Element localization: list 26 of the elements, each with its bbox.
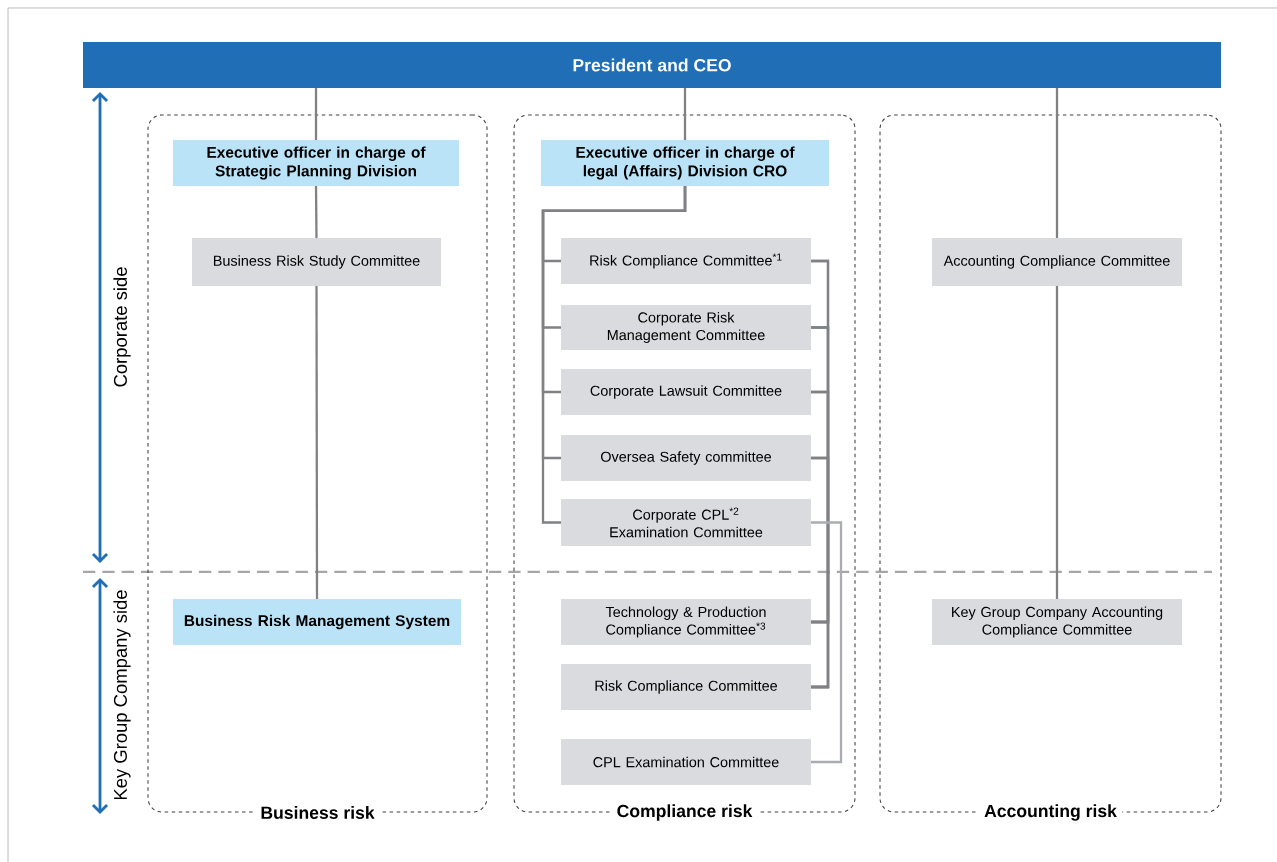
side-label: Key Group Company side — [111, 587, 133, 803]
committee-box: Accounting Compliance Committee — [932, 238, 1182, 286]
officer-box: Executive officer in charge of Strategic Planning Division — [173, 140, 459, 186]
connector-line — [315, 285, 319, 599]
connector-line — [811, 456, 830, 689]
committee-box: Corporate Lawsuit Committee — [561, 369, 811, 415]
committee-box: Corporate CPL$^{*2}$ Examination Committee — [561, 499, 811, 546]
connector-line — [1055, 286, 1059, 599]
committee-box: Technology & Production Compliance Committee$^{*3}$ — [561, 599, 811, 645]
committee-box: Risk Compliance Committee$^{*1}$ — [561, 238, 811, 284]
committee-box: Business Risk Study Committee — [192, 238, 441, 286]
connector-line — [541, 186, 687, 524]
committee-box: Corporate Risk Management Committee — [561, 305, 811, 350]
officer-box: Executive officer in charge of legal (Affairs) Division CRO — [541, 140, 829, 186]
side-label: Corporate side — [111, 264, 133, 390]
connector-line — [1055, 88, 1059, 238]
connector-line — [314, 88, 318, 140]
committee-box: Risk Compliance Committee — [561, 664, 811, 710]
committee-box: Key Group Company Accounting Compliance Committee — [932, 599, 1182, 645]
connector-line — [314, 185, 318, 238]
connector-line — [811, 521, 843, 764]
committee-box: CPL Examination Committee — [561, 739, 811, 785]
committee-box: Oversea Safety committee — [561, 435, 811, 481]
title-bar: President and CEO — [83, 42, 1221, 88]
officer-box: Business Risk Management System — [173, 599, 461, 645]
connector-line — [683, 88, 687, 140]
